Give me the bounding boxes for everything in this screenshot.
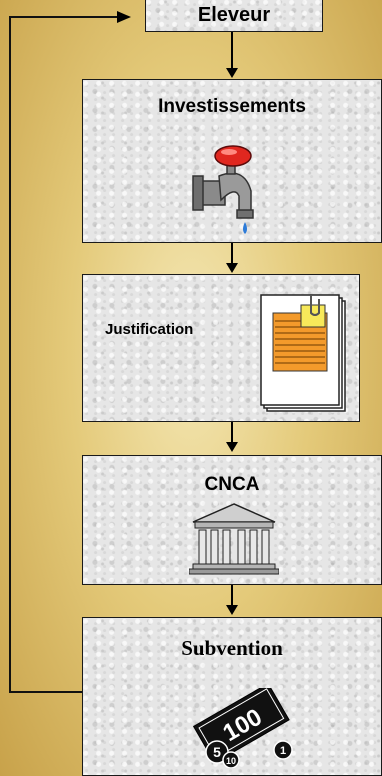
coin-1-value: 1 (280, 745, 286, 757)
bank-building-icon (189, 503, 279, 575)
arrow-3-line (231, 422, 233, 442)
arrow-4-line (231, 585, 233, 605)
arrow-4-head (226, 605, 238, 615)
coin-10-value: 10 (226, 756, 236, 766)
arrow-2-head (226, 263, 238, 273)
investissements-title: Investissements (158, 96, 306, 117)
feedback-arrow-head (117, 11, 131, 23)
arrow-1-head (226, 68, 238, 78)
investissements-box: Investissements (82, 79, 382, 243)
feedback-line-top (9, 16, 119, 18)
feedback-line-bottom (9, 691, 82, 693)
water-tap-icon (192, 145, 254, 234)
eleveur-title: Eleveur (197, 4, 271, 26)
subvention-box: Subvention 100 5 10 1 (82, 617, 382, 776)
cnca-title: CNCA (204, 474, 260, 495)
cnca-box: CNCA (82, 455, 382, 585)
arrow-3-head (226, 442, 238, 452)
arrow-1-line (231, 32, 233, 68)
document-clipboard-icon (260, 294, 346, 412)
feedback-line-vertical (9, 16, 11, 693)
money-icon: 100 5 10 1 (192, 688, 293, 768)
arrow-2-line (231, 243, 233, 263)
subvention-title: Subvention (181, 636, 283, 660)
eleveur-box: Eleveur (145, 0, 323, 32)
justification-title: Justification (105, 321, 194, 338)
coin-5-value: 5 (213, 744, 221, 760)
justification-box: Justification (82, 274, 360, 422)
